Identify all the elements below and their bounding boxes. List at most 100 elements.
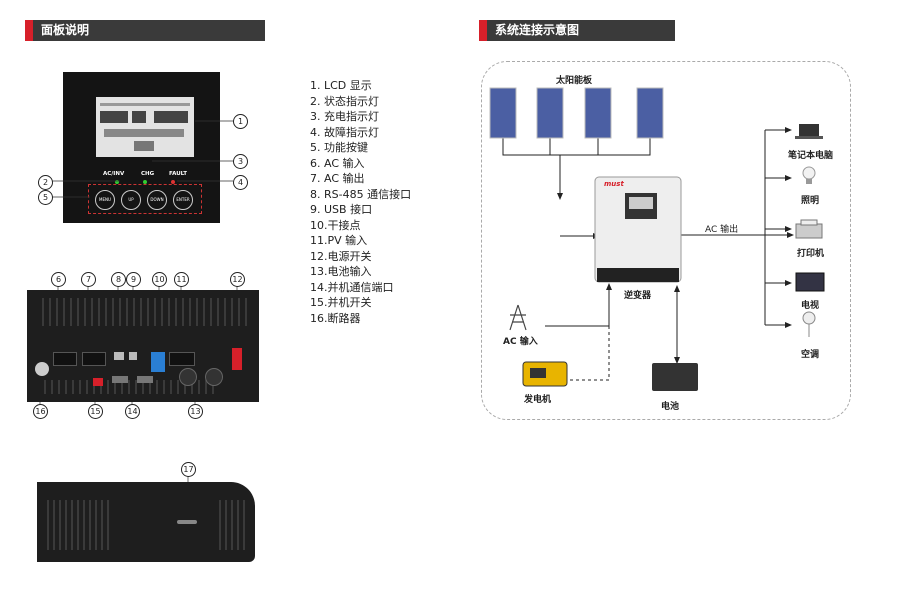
legend-item: 13.电池输入 (310, 265, 372, 278)
rs485-port (114, 352, 124, 360)
front-panel: AC/INV CHG FAULT MENU UP DOWN ENTER (63, 72, 220, 223)
callout-6-label: 6 (55, 275, 62, 284)
up-button[interactable]: UP (121, 190, 141, 210)
side-port (177, 520, 197, 524)
legend-item: 8. RS-485 通信接口 (310, 187, 412, 201)
callout-13: 13 (188, 404, 203, 419)
power-switch[interactable] (232, 348, 242, 370)
parallel-port-2 (137, 376, 153, 383)
pv-input-port (169, 352, 195, 366)
callout-11: 11 (174, 272, 189, 287)
callout-15: 15 (88, 404, 103, 419)
menu-button-label: MENU (99, 197, 111, 202)
callout-10: 10 (152, 272, 167, 287)
callout-1-label: 1 (237, 117, 244, 126)
legend-item: 6. AC 输入 (310, 156, 365, 170)
generator-label: 发电机 (524, 395, 552, 405)
up-button-label: UP (128, 197, 134, 202)
legend-item: 2. 状态指示灯 (310, 94, 379, 108)
load-printer-label: 打印机 (797, 249, 825, 259)
legend-item: 14.并机通信端口 (310, 280, 394, 294)
down-button[interactable]: DOWN (147, 190, 167, 210)
callout-2: 2 (38, 175, 53, 190)
indicator-chg: CHG (141, 171, 155, 177)
callout-14: 14 (125, 404, 140, 419)
charge-led (143, 180, 147, 184)
solar-panels (489, 87, 664, 139)
legend-list: 1. LCD 显示 2. 状态指示灯 3. 充电指示灯 4. 故障指示灯 5. … (310, 78, 411, 326)
enter-button-label: ENTER (176, 197, 190, 202)
load-light-label: 照明 (801, 196, 820, 206)
callout-9: 9 (126, 272, 141, 287)
battery-input-neg (205, 368, 223, 386)
callout-8: 8 (111, 272, 126, 287)
legend-item: 10.干接点 (310, 218, 361, 232)
panel-section-header: 面板说明 (25, 20, 265, 41)
callout-14-label: 14 (127, 407, 138, 416)
legend-item: 9. USB 接口 (310, 203, 373, 216)
indicator-labels: AC/INV CHG FAULT (103, 171, 193, 181)
callout-3-label: 3 (237, 157, 244, 166)
ac-input-port (53, 352, 77, 366)
callout-10-label: 10 (154, 275, 165, 284)
ac-output-port (82, 352, 106, 366)
callout-9-label: 9 (130, 275, 137, 284)
solar-label: 太阳能板 (556, 76, 593, 86)
callout-17: 17 (181, 462, 196, 477)
legend-item: 5. 功能按键 (310, 141, 368, 154)
panel-section-title: 面板说明 (41, 23, 90, 37)
parallel-switch[interactable] (93, 378, 103, 386)
lcd-display (96, 97, 194, 157)
breaker-knob[interactable] (35, 362, 49, 376)
legend-item: 3. 充电指示灯 (310, 110, 379, 123)
ac-output-label: AC 输出 (705, 225, 739, 235)
callout-5-label: 5 (42, 193, 49, 202)
callout-7: 7 (81, 272, 96, 287)
dry-contact (151, 352, 165, 372)
callout-2-label: 2 (42, 178, 49, 187)
down-button-label: DOWN (150, 197, 164, 202)
tv-icon (795, 272, 825, 292)
legend-item: 1. LCD 显示 (310, 79, 372, 92)
load-ac-label: 空调 (801, 350, 820, 360)
menu-button[interactable]: MENU (95, 190, 115, 210)
laptop-icon (799, 124, 819, 136)
fan-icon (802, 311, 816, 325)
printer-icon (795, 223, 823, 239)
status-led (115, 180, 119, 184)
load-tv-label: 电视 (801, 301, 820, 311)
callout-15-label: 15 (90, 407, 101, 416)
legend-item: 12.电源开关 (310, 249, 372, 263)
system-section-title: 系统连接示意图 (495, 23, 580, 37)
ac-tower-icon (509, 304, 527, 331)
callout-17-label: 17 (183, 465, 194, 474)
callout-8-label: 8 (115, 275, 122, 284)
callout-12-label: 12 (232, 275, 243, 284)
callout-12: 12 (230, 272, 245, 287)
enter-button[interactable]: ENTER (173, 190, 193, 210)
system-diagram-frame (481, 61, 851, 420)
side-view (37, 482, 255, 562)
fault-led (171, 180, 175, 184)
callout-16: 16 (33, 404, 48, 419)
legend-item: 7. AC 输出 (310, 172, 365, 185)
callout-4-label: 4 (237, 178, 244, 187)
system-section-header: 系统连接示意图 (479, 20, 675, 41)
load-laptop-label: 笔记本电脑 (788, 151, 834, 161)
inverter-brand: must (604, 180, 624, 188)
button-group: MENU UP DOWN ENTER (88, 184, 202, 214)
parallel-port-1 (112, 376, 128, 383)
legend-item: 4. 故障指示灯 (310, 125, 379, 139)
callout-16-label: 16 (35, 407, 46, 416)
inverter-box (594, 176, 682, 283)
legend-item: 11.PV 输入 (310, 234, 368, 247)
inverter-label: 逆变器 (624, 291, 652, 301)
indicator-ac-inv: AC/INV (103, 171, 125, 177)
callout-13-label: 13 (190, 407, 201, 416)
callout-7-label: 7 (85, 275, 92, 284)
light-bulb-icon (802, 166, 816, 180)
legend-item: 15.并机开关 (310, 296, 372, 309)
callout-3: 3 (233, 154, 248, 169)
bottom-panel (27, 290, 259, 402)
